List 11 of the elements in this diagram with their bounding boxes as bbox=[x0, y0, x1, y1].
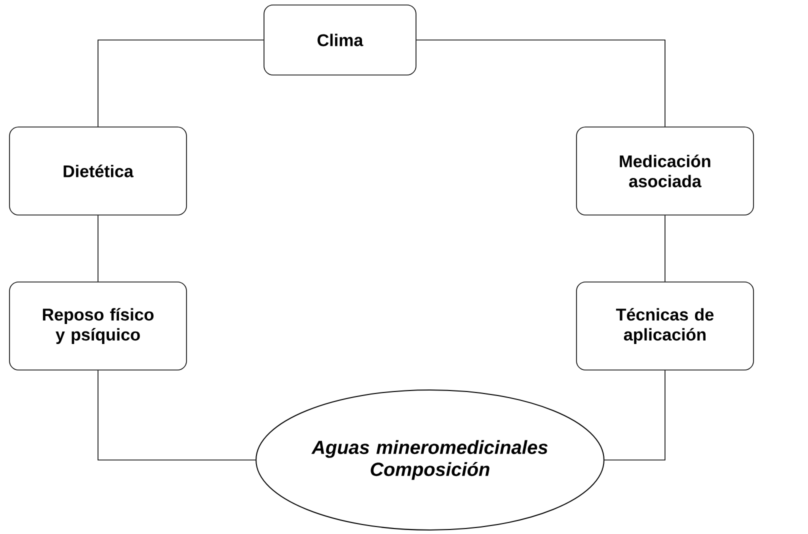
process-box: Dietética bbox=[9, 126, 187, 216]
connector-line bbox=[604, 370, 666, 460]
process-box: Clima bbox=[264, 4, 416, 76]
connector-line bbox=[664, 215, 666, 282]
ellipse-node: Aguas mineromedicinales Composición bbox=[256, 390, 604, 530]
process-box: Medicación asociada bbox=[576, 126, 754, 216]
connector-line bbox=[98, 370, 256, 460]
connector-line bbox=[416, 40, 666, 127]
connector-line bbox=[98, 40, 264, 127]
process-box: Técnicas de aplicación bbox=[576, 282, 754, 370]
process-box: Reposo físico y psíquico bbox=[9, 282, 187, 370]
